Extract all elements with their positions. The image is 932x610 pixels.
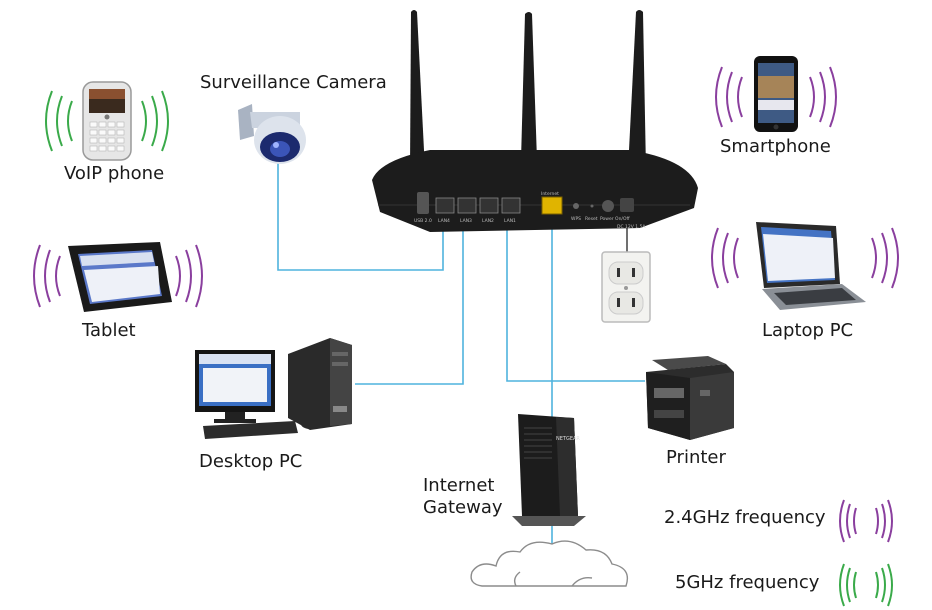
label-voip-phone: VoIP phone [64, 163, 165, 184]
antenna-left [410, 10, 425, 170]
label-desktop-pc: Desktop PC [199, 451, 303, 472]
port-label-power: Power On/Off [600, 216, 630, 222]
router: USB 2.0 LAN4 LAN3 LAN2 LAN1 Internet WPS… [372, 10, 698, 232]
legend-5ghz-icon [839, 563, 893, 607]
antenna-center [521, 12, 537, 160]
gateway-device: NETGEAR [512, 414, 586, 526]
label-tablet: Tablet [82, 320, 136, 341]
camera-device [238, 104, 306, 164]
label-printer: Printer [666, 447, 726, 468]
port-label-internet: Internet [541, 191, 559, 197]
desktop-pc-device [195, 338, 352, 439]
label-surveillance-camera: Surveillance Camera [200, 72, 387, 93]
reset-hole [590, 204, 594, 208]
tablet-device [68, 242, 172, 312]
port-label-lan3: LAN3 [460, 218, 472, 224]
port-label-lan2: LAN2 [482, 218, 494, 224]
port-label-wps: WPS [571, 216, 581, 222]
power-button [602, 200, 614, 212]
smartphone-waves [715, 66, 837, 128]
label-internet-gateway-line1: Internet [423, 475, 495, 496]
voip-phone-device [82, 81, 132, 161]
label-internet-gateway-line2: Gateway [423, 497, 503, 518]
power-outlet [601, 251, 651, 323]
voip-waves [45, 90, 169, 152]
dc-jack [620, 198, 634, 212]
port-label-lan1: LAN1 [504, 218, 516, 224]
internet-port [541, 196, 563, 215]
antenna-right [628, 10, 646, 170]
port-label-dc: DC 12V 1.5A [617, 224, 646, 230]
printer-device [646, 356, 734, 440]
laptop-waves [711, 227, 899, 289]
tablet-waves [33, 244, 203, 308]
gateway-brand: NETGEAR [556, 436, 580, 442]
usb-port [417, 192, 429, 214]
wps-button [573, 203, 579, 209]
legend-5ghz-label: 5GHz frequency [675, 572, 820, 593]
label-laptop-pc: Laptop PC [762, 320, 854, 341]
laptop-device [756, 222, 866, 310]
internet-cloud [470, 540, 629, 587]
smartphone-device [754, 56, 798, 132]
camera-cable [277, 162, 444, 271]
legend-24ghz-label: 2.4GHz frequency [664, 507, 826, 528]
desktop-cable [355, 224, 464, 385]
printer-cable [506, 224, 645, 382]
port-label-usb: USB 2.0 [414, 218, 432, 224]
port-label-reset: Reset [585, 216, 598, 222]
label-smartphone: Smartphone [720, 136, 831, 157]
port-label-lan4: LAN4 [438, 218, 450, 224]
legend-24ghz-icon [839, 499, 893, 543]
lan-ports [435, 197, 521, 214]
